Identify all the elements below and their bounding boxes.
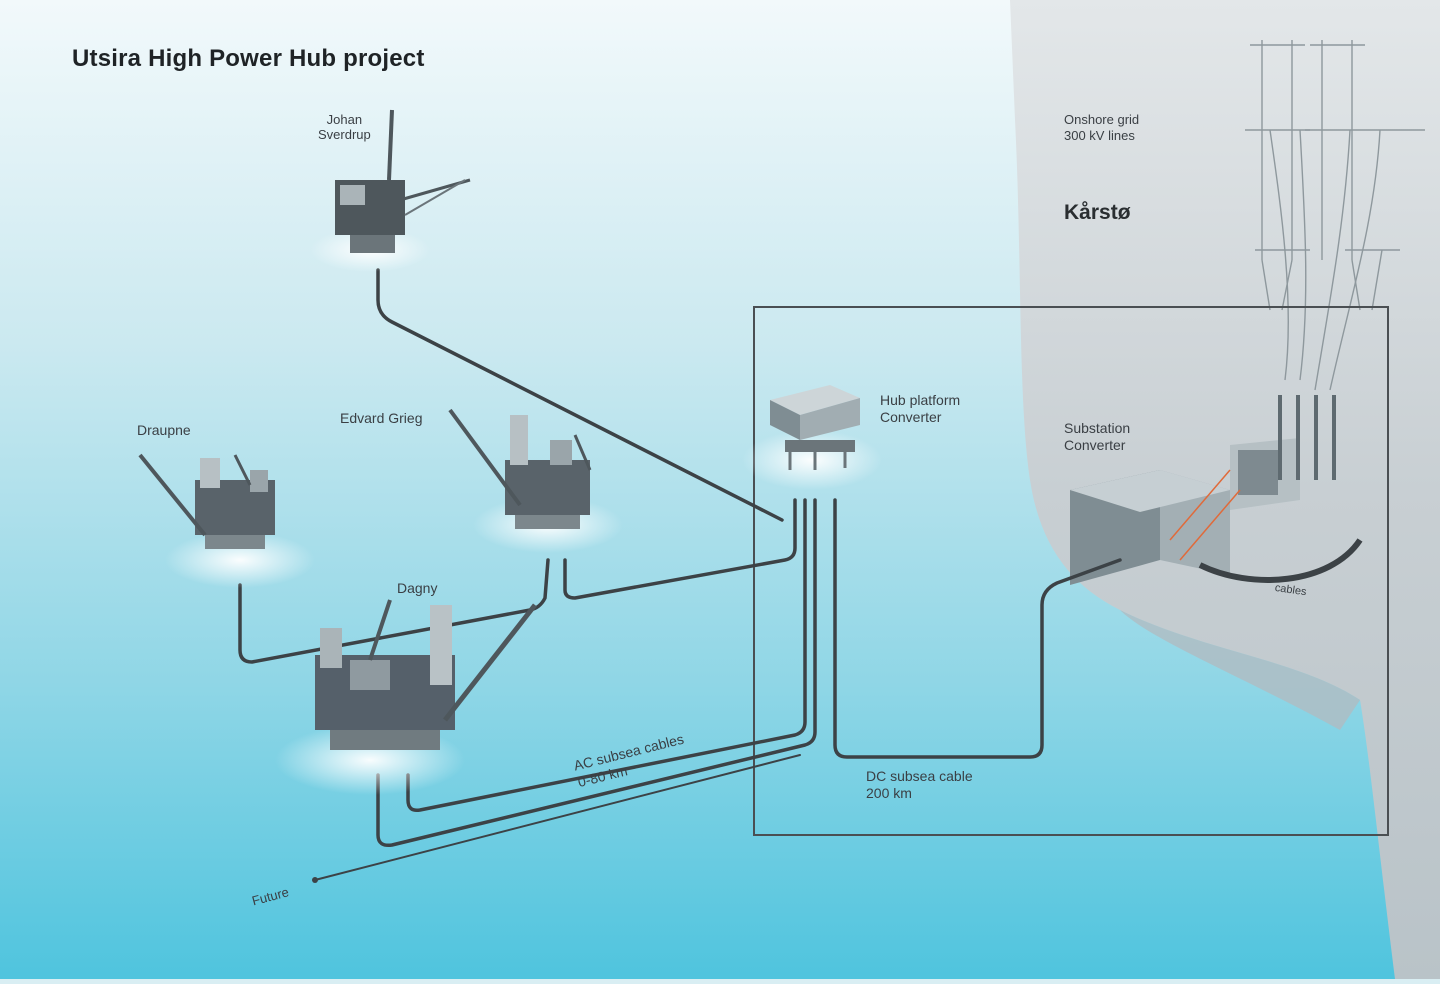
subsea-cables: [238, 268, 1122, 881]
label-substation: Substation Converter: [1064, 420, 1131, 453]
hub-frame: [753, 306, 1389, 836]
platform-edvard-grieg: [448, 408, 592, 529]
label-onshore-grid: Onshore grid 300 kV lines: [1064, 112, 1140, 143]
platform-dagny: [315, 599, 537, 750]
shore-edge: [1120, 610, 1360, 730]
label-draupne: Draupne: [137, 422, 191, 438]
cable-dagny-hub-2: [406, 498, 807, 813]
label-dc-cable: DC subsea cable 200 km: [866, 768, 973, 801]
substation-building: [1070, 395, 1363, 585]
cable-johan-hub: [376, 268, 784, 522]
cable-edvard-hub: [563, 498, 797, 600]
label-edvard-grieg: Edvard Grieg: [340, 410, 423, 426]
label-dagny: Dagny: [397, 580, 438, 596]
cable-dc: [833, 498, 1122, 759]
label-karsto: Kårstø: [1064, 201, 1131, 224]
hub-platform: [770, 385, 860, 470]
cable-draupne-dagny: [238, 558, 550, 664]
label-hub-platform: Hub platform Converter: [880, 392, 961, 425]
platform-draupne: [138, 453, 275, 549]
future-point: [312, 877, 318, 883]
diagram-title: Utsira High Power Hub project: [72, 45, 425, 72]
cable-future: [314, 754, 801, 881]
cable-dagny-hub-1: [376, 498, 817, 848]
label-johan-sverdrup: Johan Sverdrup: [318, 112, 371, 142]
transmission-towers: [1245, 40, 1425, 391]
platform-johan-sverdrup: [335, 109, 471, 253]
